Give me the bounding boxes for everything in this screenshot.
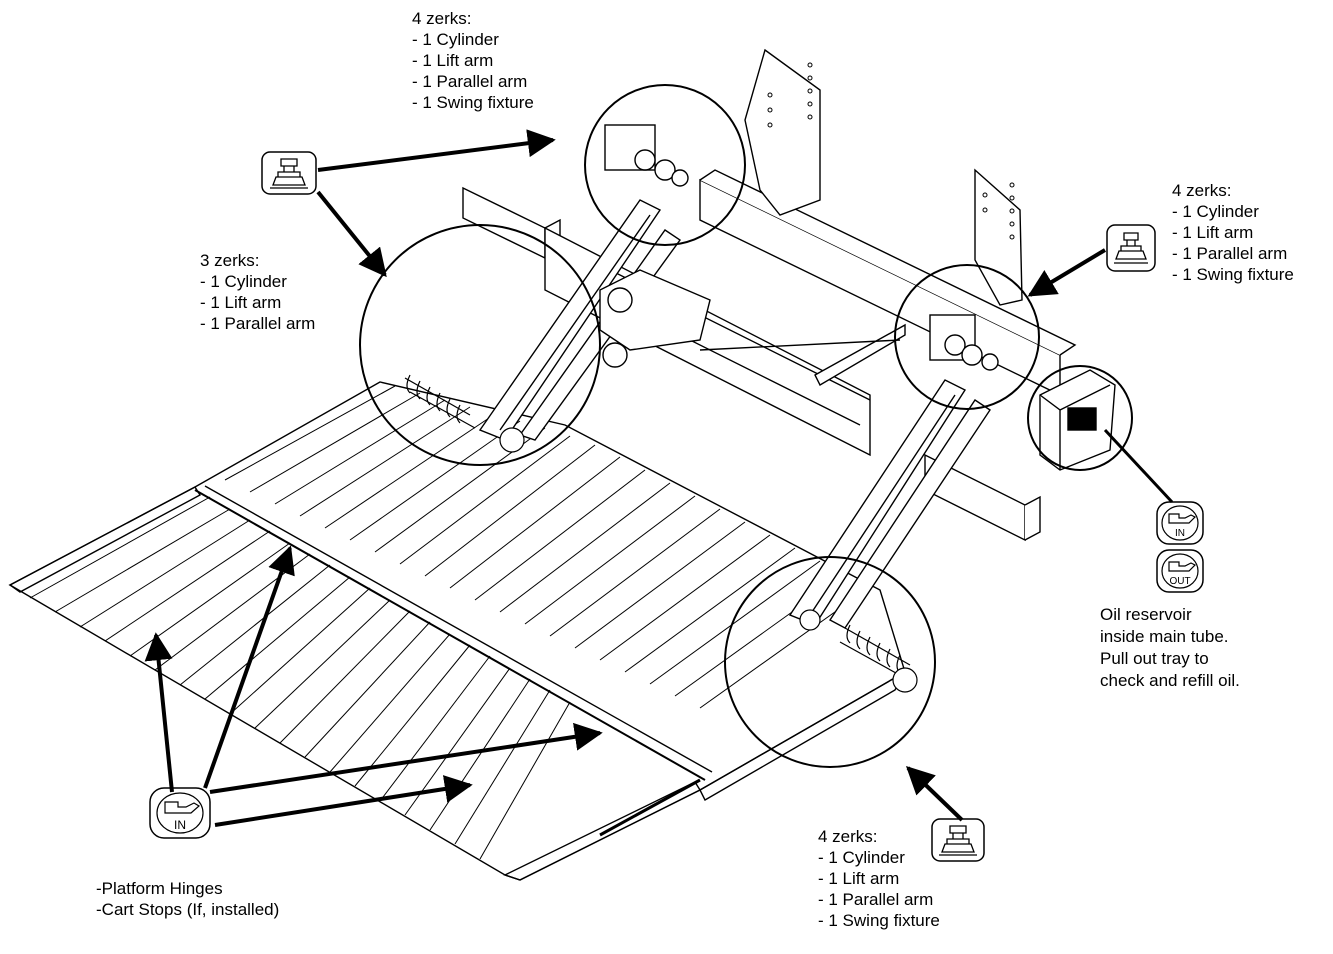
springs <box>404 374 918 693</box>
label-bottom-zerks: 4 zerks: - 1 Cylinder - 1 Lift arm - 1 P… <box>818 826 940 931</box>
label-item: - 1 Parallel arm <box>412 72 528 91</box>
label-item: - 1 Parallel arm <box>818 890 934 909</box>
arrow-bottom <box>905 766 964 822</box>
detail-circle-pump <box>1027 365 1133 471</box>
arrow-platform-3 <box>209 722 603 794</box>
detail-circle-left <box>359 224 601 466</box>
label-item: - 1 Cylinder <box>818 848 905 867</box>
label-item: - 1 Swing fixture <box>412 93 534 112</box>
detail-circle-bottom <box>724 556 936 768</box>
arrow-platform-2 <box>203 545 295 789</box>
label-top-zerks: 4 zerks: - 1 Cylinder - 1 Lift arm - 1 P… <box>412 8 534 113</box>
label-item: - 1 Swing fixture <box>818 911 940 930</box>
label-item: - 1 Lift arm <box>412 51 494 70</box>
arrow-platform-4 <box>214 775 473 827</box>
oil-out-icon: OUT <box>1156 549 1204 593</box>
label-item: - 1 Cylinder <box>1172 202 1259 221</box>
callout-arrows <box>144 129 1174 827</box>
grease-fitting-icon <box>1106 224 1156 272</box>
label-right-zerks: 4 zerks: - 1 Cylinder - 1 Lift arm - 1 P… <box>1172 180 1294 285</box>
label-heading: 4 zerks: <box>818 827 878 846</box>
pump-box <box>1039 369 1116 471</box>
platform <box>8 381 907 881</box>
label-item: - 1 Cylinder <box>200 272 287 291</box>
arrow-top <box>317 129 556 172</box>
arrow-platform-1 <box>144 632 174 793</box>
liftgate-structure <box>8 48 1116 881</box>
label-heading: 4 zerks: <box>1172 181 1232 200</box>
label-heading: 4 zerks: <box>412 9 472 28</box>
detail-circle-right <box>894 264 1040 410</box>
label-item: - 1 Parallel arm <box>1172 244 1288 263</box>
label-oil-reservoir: Oil reservoir inside main tube. Pull out… <box>1100 604 1240 692</box>
label-item: - 1 Lift arm <box>818 869 900 888</box>
lift-arms <box>478 199 991 629</box>
label-line: check and refill oil. <box>1100 671 1240 690</box>
grease-fitting-icon <box>261 151 317 195</box>
label-item: - 1 Cylinder <box>412 30 499 49</box>
label-line: inside main tube. <box>1100 627 1229 646</box>
label-item: - 1 Lift arm <box>1172 223 1254 242</box>
label-platform: -Platform Hinges -Cart Stops (If, instal… <box>96 878 279 920</box>
detail-circles <box>359 84 1133 768</box>
label-item: - 1 Lift arm <box>200 293 282 312</box>
detail-circle-top <box>584 84 746 246</box>
oil-out-label: OUT <box>1169 576 1190 587</box>
label-item: - 1 Swing fixture <box>1172 265 1294 284</box>
arrow-pump <box>1103 428 1174 504</box>
label-line: -Cart Stops (If, installed) <box>96 900 280 919</box>
oil-in-icon: IN <box>1156 501 1204 545</box>
label-left-zerks: 3 zerks: - 1 Cylinder - 1 Lift arm - 1 P… <box>200 250 315 334</box>
grease-fitting-icon <box>931 818 985 862</box>
pivot-assemblies <box>604 124 999 371</box>
label-line: Pull out tray to <box>1100 649 1209 668</box>
label-heading: 3 zerks: <box>200 251 260 270</box>
arrow-right <box>1027 248 1107 297</box>
label-line: Oil reservoir <box>1100 605 1192 624</box>
label-line: -Platform Hinges <box>96 879 223 898</box>
label-item: - 1 Parallel arm <box>200 314 316 333</box>
oil-in-label: IN <box>1175 528 1185 539</box>
oil-in-icon: IN <box>149 787 211 839</box>
mount-plates <box>744 48 1023 306</box>
arrow-left <box>316 190 387 278</box>
oil-in-label: IN <box>174 818 186 832</box>
